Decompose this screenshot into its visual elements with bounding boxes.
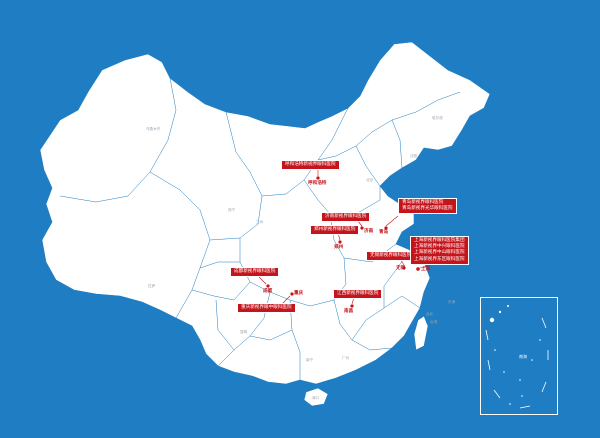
label-kunming: 昆明: [240, 330, 248, 334]
taiwan-island-shape: [413, 315, 429, 351]
callout-qingdao-line-2: 青岛新视界光华眼科医院: [402, 206, 453, 212]
city-chengdu: 成都: [263, 289, 273, 294]
marker-hohhot: [316, 176, 320, 180]
callout-chengdu-line-1: 成都新视界眼科医院: [234, 269, 276, 274]
marker-qingdao: [384, 226, 388, 230]
callout-hohhot-line-1: 呼和浩特新视界眼科医院: [285, 162, 336, 167]
label-harbin: 哈尔滨: [432, 116, 443, 120]
callout-wuxi[interactable]: 无锡新视界眼科医院: [366, 251, 416, 262]
city-chongqing: 重庆: [294, 291, 304, 296]
label-lanzhou: 兰州: [256, 220, 264, 224]
callout-shanghai-line-2: 上海新视界中兴眼科医院: [414, 244, 465, 250]
callout-shanghai-line-4: 上海新视界东区眼科医院: [414, 256, 465, 262]
callout-jinan-line-1: 济南新视界眼科医院: [325, 214, 367, 219]
label-haikou: 海口: [312, 396, 320, 400]
label-nanning: 南宁: [306, 358, 314, 362]
inset-sea-label: 南海: [519, 354, 527, 359]
label-xizang: 拉萨: [148, 284, 156, 288]
callout-chongqing-line-1: 重庆新视界眼中眼科医院: [241, 305, 292, 310]
marker-wuxi: [402, 266, 406, 270]
label-shenyang: 沈阳: [410, 154, 418, 158]
south-china-sea-inset: 南海: [480, 297, 558, 415]
marker-zhengzhou: [338, 240, 342, 244]
marker-jinan: [360, 226, 364, 230]
city-wuxi: 无锡: [396, 266, 406, 271]
callout-hohhot[interactable]: 呼和浩特新视界眼科医院: [281, 160, 340, 171]
marker-nanchang: [350, 304, 354, 308]
callout-shanghai[interactable]: 上海新视界眼科医院集团 上海新视界中兴眼科医院 上海新视界中山眼科医院 上海新视…: [410, 236, 469, 265]
label-donghai: 东海: [448, 300, 456, 304]
label-taibei: 台北: [426, 312, 434, 316]
south-china-sea-islands: [489, 305, 541, 405]
nine-dash-line: [485, 317, 549, 409]
callout-nanchang-line-1: 江西新视界眼科医院: [337, 291, 379, 296]
label-guangzhou: 广州: [342, 356, 350, 360]
callout-wuxi-line-1: 无锡新视界眼科医院: [370, 253, 412, 258]
callout-chongqing[interactable]: 重庆新视界眼中眼科医院: [237, 303, 296, 314]
marker-shanghai: [416, 267, 420, 271]
callout-qingdao-line-1: 青岛新视界眼科医院: [402, 200, 444, 205]
callout-jinan[interactable]: 济南新视界眼科医院: [321, 212, 371, 223]
callout-chengdu[interactable]: 成都新视界眼科医院: [230, 267, 280, 278]
city-hohhot: 呼和浩特: [308, 181, 327, 186]
callout-shanghai-line-1: 上海新视界眼科医院集团: [414, 238, 465, 243]
callout-shanghai-line-3: 上海新视界中山眼科医院: [414, 250, 465, 256]
city-shanghai: 上海: [421, 267, 431, 272]
city-qingdao: 青岛: [379, 230, 389, 235]
label-taiwan: 台湾: [430, 320, 438, 324]
marker-chengdu: [266, 284, 270, 288]
label-beijing: 北京: [366, 178, 374, 182]
marker-chongqing: [290, 292, 294, 296]
callout-zhengzhou[interactable]: 郑州新视界眼科医院: [310, 225, 360, 236]
city-jinan: 济南: [364, 229, 374, 234]
callout-zhengzhou-line-1: 郑州新视界眼科医院: [314, 227, 356, 232]
label-xining: 西宁: [228, 208, 236, 212]
callout-qingdao[interactable]: 青岛新视界眼科医院 青岛新视界光华眼科医院: [398, 198, 457, 215]
callout-nanchang[interactable]: 江西新视界眼科医院: [333, 289, 383, 300]
city-zhengzhou: 郑州: [334, 245, 344, 250]
city-nanchang: 南昌: [344, 309, 354, 314]
hainan-island-shape: [303, 387, 329, 407]
label-xinjiang: 乌鲁木齐: [146, 127, 161, 131]
